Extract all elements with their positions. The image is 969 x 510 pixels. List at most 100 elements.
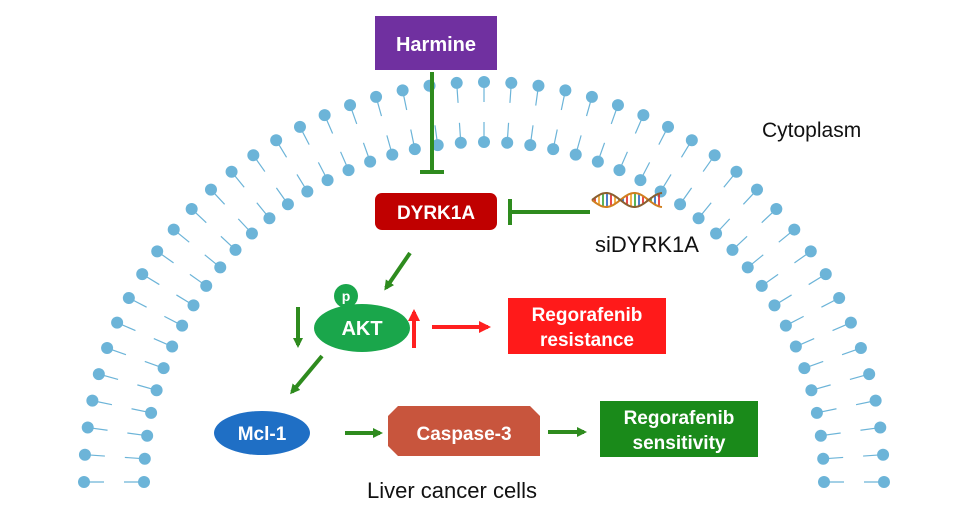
lipid-tail	[349, 104, 371, 162]
lipid-head	[788, 223, 801, 236]
lipid-tail	[715, 189, 758, 234]
lipid-head	[101, 342, 114, 355]
lipid-head	[569, 148, 582, 161]
lipid-head	[532, 79, 545, 92]
lipid-head	[844, 316, 857, 329]
lipid-tail	[698, 171, 737, 219]
lipid-tail	[106, 347, 164, 369]
phospho-label: p	[342, 288, 351, 304]
lipid-head	[204, 183, 217, 196]
lipid-head	[585, 90, 598, 103]
lipid-tail	[747, 229, 795, 268]
lipid-head	[81, 421, 94, 434]
lipid-head	[263, 212, 276, 225]
lipid-head	[524, 139, 537, 152]
lipid-tail	[679, 154, 716, 205]
lipid-head	[611, 99, 624, 112]
lipid-head	[167, 223, 180, 236]
dyrk1a-label: DYRK1A	[397, 203, 475, 224]
lipid-head	[151, 245, 164, 258]
regorafenib-resistance-box	[508, 298, 666, 354]
lipid-head	[86, 394, 99, 407]
lipid-head	[751, 183, 764, 196]
lipid-tail	[252, 154, 289, 205]
lipid-head	[874, 421, 887, 434]
lipid-head	[674, 198, 687, 211]
regorafenib-resistance-label-1: Regorafenib	[532, 305, 643, 326]
lipid-tail	[275, 139, 308, 192]
akt-label: AKT	[341, 318, 382, 340]
lipid-head	[225, 165, 238, 178]
lipid-head	[547, 143, 560, 156]
lipid-tail	[774, 273, 827, 306]
lipid-head	[176, 319, 189, 332]
lipid-head	[810, 406, 823, 419]
lipid-head	[779, 319, 792, 332]
lipid-tail	[804, 347, 862, 369]
lipid-head	[501, 136, 514, 149]
lipid-tail	[618, 114, 644, 171]
lipid-head	[344, 99, 357, 112]
lipid-head	[318, 109, 331, 122]
caspase3-label: Caspase-3	[416, 424, 511, 445]
lipid-head	[450, 76, 463, 89]
lipid-tail	[141, 273, 194, 306]
helix-strand	[591, 192, 663, 208]
lipid-head	[122, 291, 135, 304]
lipid-tail	[823, 454, 884, 460]
lipid-head	[229, 243, 242, 256]
sirna-helix-icon	[591, 192, 663, 208]
lipid-head	[185, 202, 198, 215]
lipid-head	[726, 243, 739, 256]
lipid-head	[293, 120, 306, 133]
phospho-circle	[334, 284, 358, 308]
mcl1-node	[214, 411, 310, 455]
lipid-head	[431, 139, 444, 152]
lipid-head	[78, 448, 91, 461]
harmine-label: Harmine	[396, 34, 476, 56]
lipid-head	[613, 164, 626, 177]
lipid-tail	[116, 322, 173, 348]
dyrk1a-to-akt-arrow	[384, 251, 412, 291]
lipid-head	[138, 452, 151, 465]
lipid-tail	[156, 250, 207, 287]
lipid-tail	[231, 171, 270, 219]
lipid-tail	[98, 373, 157, 391]
lipid-head	[692, 212, 705, 225]
lipid-head	[805, 384, 818, 397]
dyrk1a-box	[375, 193, 497, 230]
lipid-head	[755, 279, 768, 292]
lipid-head	[245, 227, 258, 240]
lipid-head	[454, 136, 467, 149]
cells-label: Liver cancer cells	[367, 478, 537, 503]
lipid-tail	[128, 297, 183, 327]
lipid-head	[798, 362, 811, 375]
lipid-tail	[597, 104, 619, 162]
harmine-box	[375, 16, 497, 70]
lipid-head	[818, 476, 830, 488]
lipid-head	[730, 165, 743, 178]
lipid-tail	[660, 139, 693, 192]
lipid-head	[111, 316, 124, 329]
lipid-head	[200, 279, 213, 292]
lipid-head	[741, 261, 754, 274]
lipid-tail	[210, 189, 253, 234]
lipid-head	[138, 476, 150, 488]
regorafenib-sensitivity-box	[600, 401, 758, 457]
lipid-tail	[529, 85, 540, 146]
lipid-head	[386, 148, 399, 161]
lipid-head	[342, 164, 355, 177]
lipid-tail	[552, 90, 566, 150]
lipid-head	[301, 185, 314, 198]
lipid-head	[877, 448, 890, 461]
caspase3-node	[388, 406, 540, 456]
lipid-tail	[506, 82, 512, 143]
lipid-head	[270, 134, 283, 147]
lipid-head	[654, 185, 667, 198]
lipid-head	[819, 268, 832, 281]
lipid-head	[817, 452, 830, 465]
akt-to-mcl1-arrow	[290, 354, 324, 395]
lipid-tail	[732, 208, 777, 251]
lipid-head	[634, 174, 647, 187]
lipid-head	[559, 84, 572, 97]
